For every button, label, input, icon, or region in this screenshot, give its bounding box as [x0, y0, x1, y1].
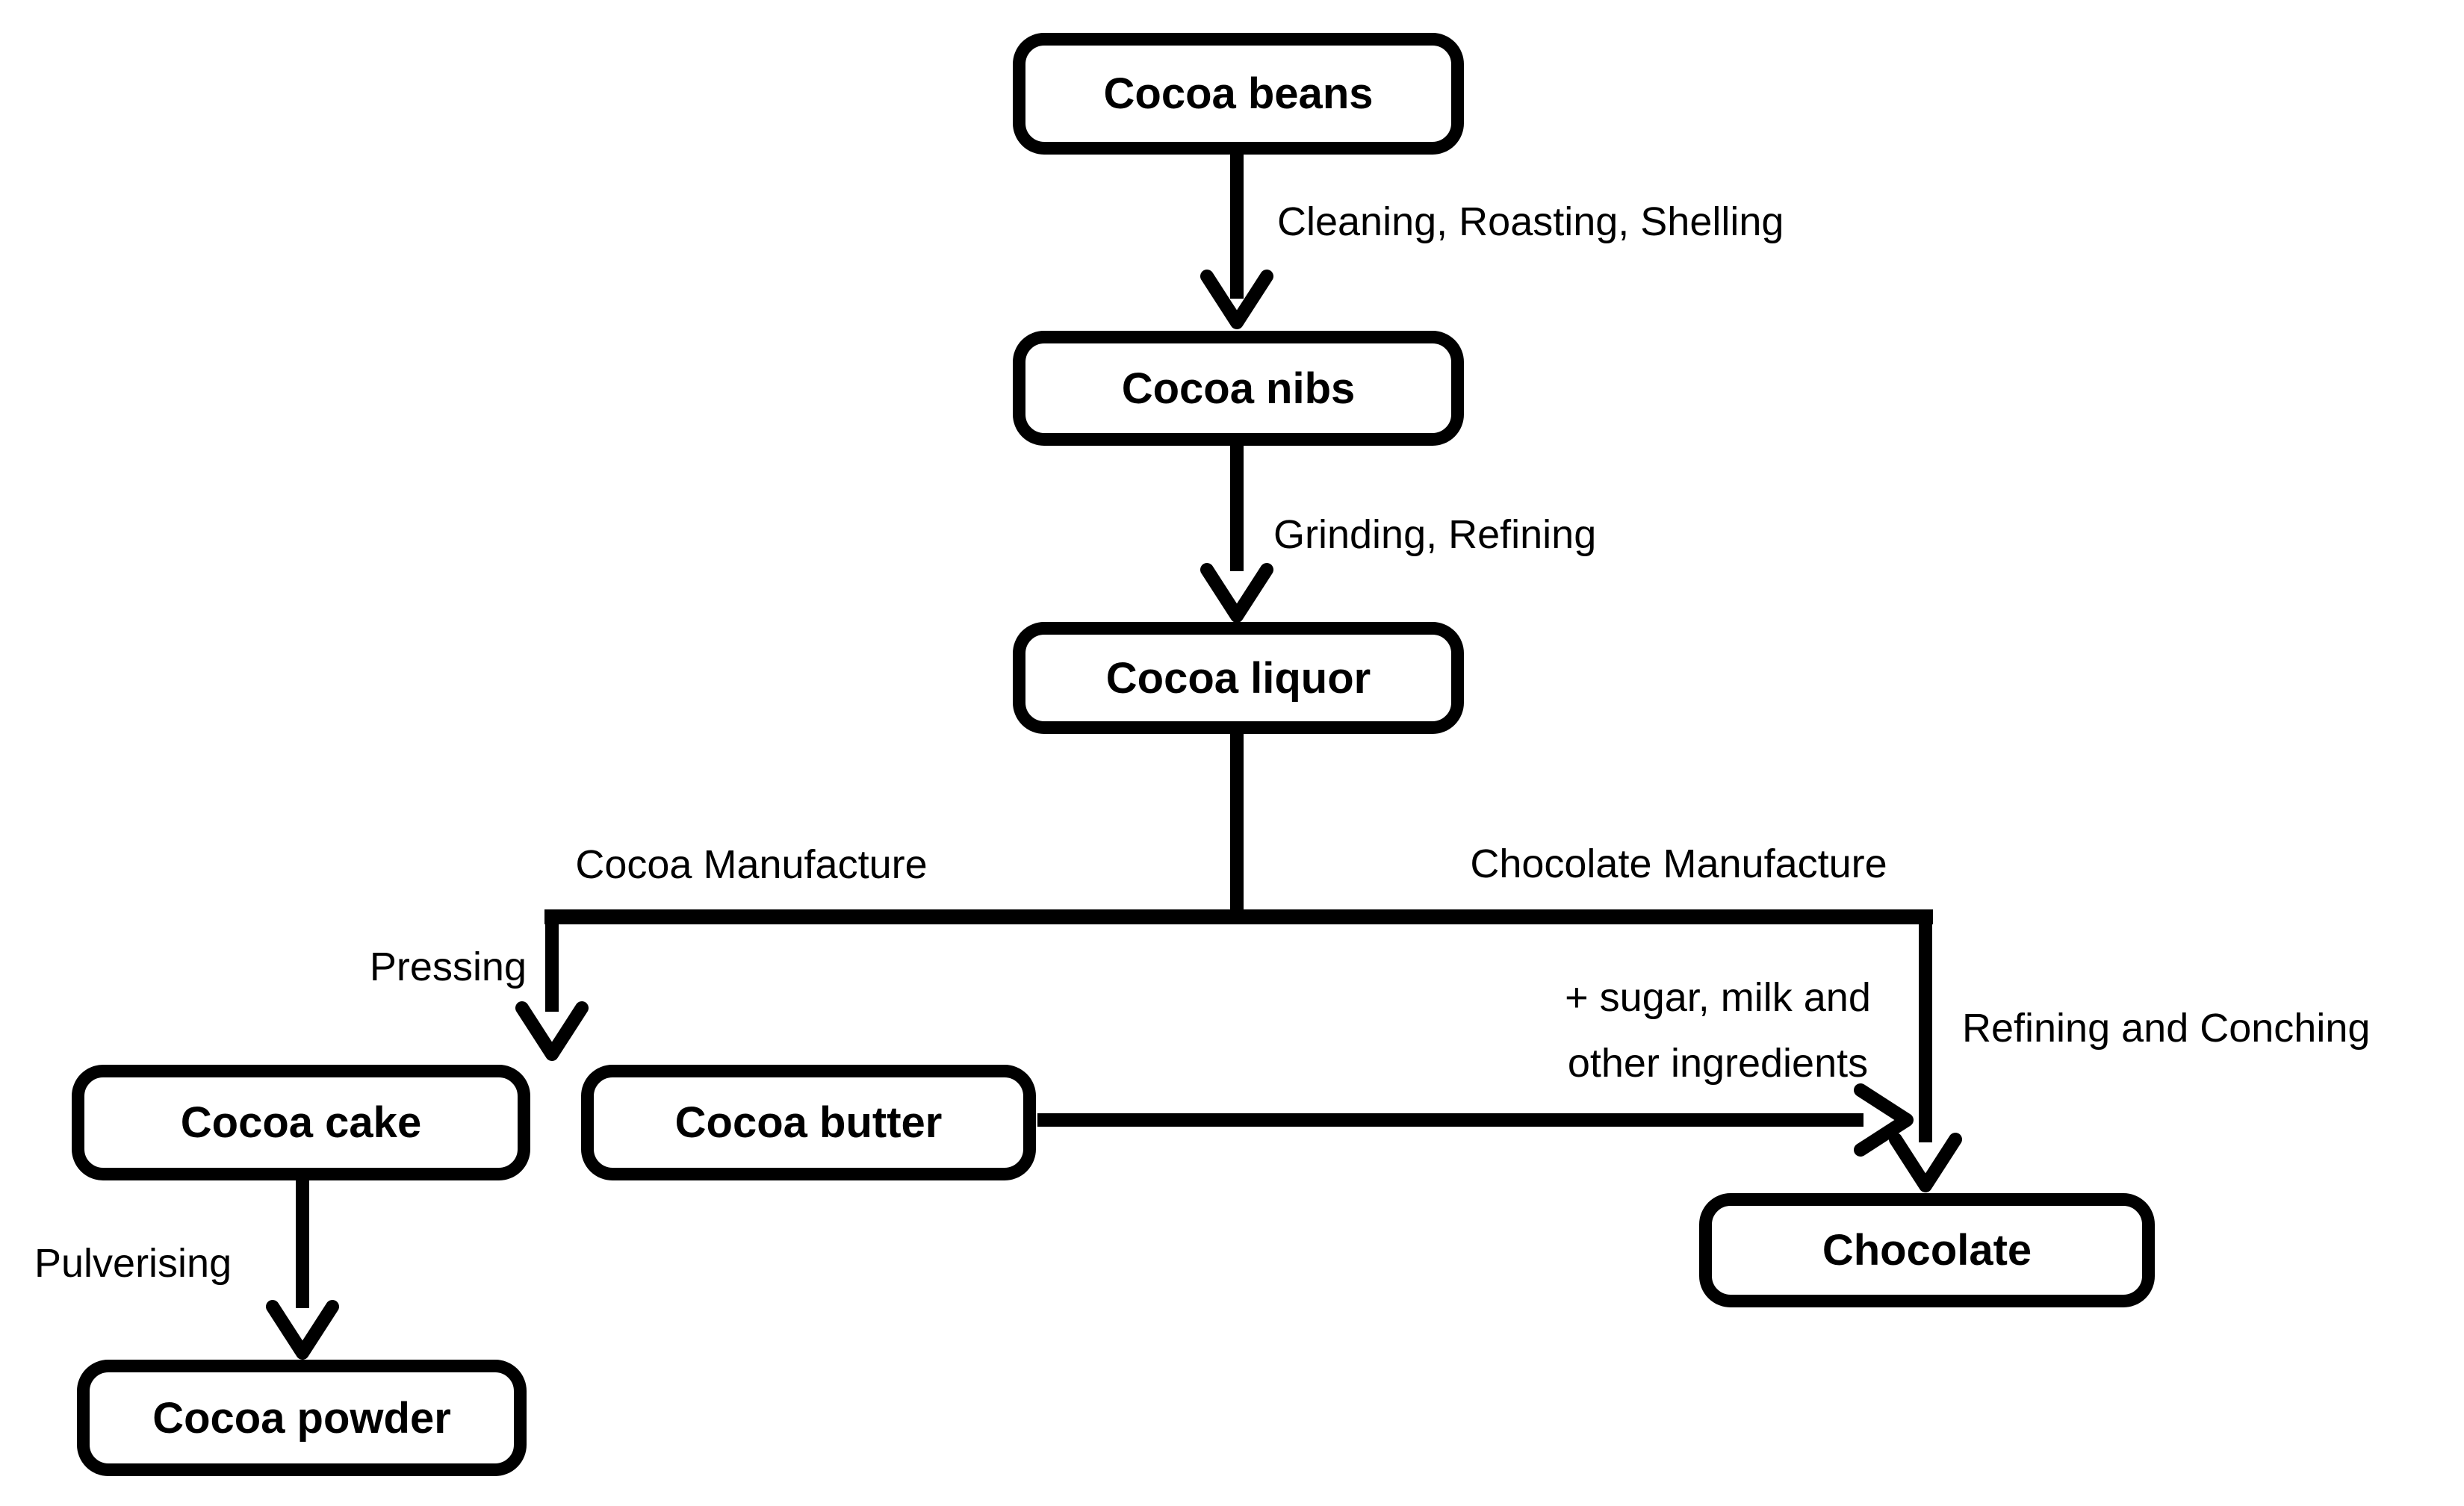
label-refining-and-conching: Refining and Conching [1962, 1006, 2371, 1051]
node-cocoa-nibs: Cocoa nibs [1013, 331, 1464, 446]
label-chocolate-manufacture: Chocolate Manufacture [1470, 841, 1887, 886]
node-cocoa-cake: Cocoa cake [72, 1065, 530, 1180]
edge-beans-nibs-arrowhead [1200, 270, 1273, 329]
node-cocoa-liquor: Cocoa liquor [1013, 622, 1464, 734]
label-sugar-milk-ingredients: + sugar, milk and other ingredients [1524, 965, 1912, 1096]
label-sugar-milk-line1: + sugar, milk and [1565, 975, 1871, 1020]
node-chocolate: Chocolate [1699, 1193, 2155, 1307]
edge-nibs-liquor-arrowhead [1200, 563, 1273, 623]
label-pressing: Pressing [369, 945, 527, 989]
node-cocoa-butter: Cocoa butter [581, 1065, 1036, 1180]
label-cocoa-manufacture: Cocoa Manufacture [575, 842, 928, 887]
edge-cake-powder-arrowhead [266, 1300, 339, 1360]
edge-butter-chocolate-arrowhead [1854, 1083, 1914, 1157]
node-cocoa-beans: Cocoa beans [1013, 33, 1464, 155]
edge-pressing-arrowhead [515, 1001, 589, 1061]
node-cocoa-powder: Cocoa powder [77, 1360, 527, 1476]
label-sugar-milk-line2: other ingredients [1567, 1041, 1869, 1086]
label-pulverising: Pulverising [34, 1241, 232, 1286]
edge-conching-arrowhead [1889, 1133, 1962, 1192]
label-grinding-refining: Grinding, Refining [1273, 512, 1597, 557]
label-cleaning-roasting-shelling: Cleaning, Roasting, Shelling [1277, 199, 1784, 244]
